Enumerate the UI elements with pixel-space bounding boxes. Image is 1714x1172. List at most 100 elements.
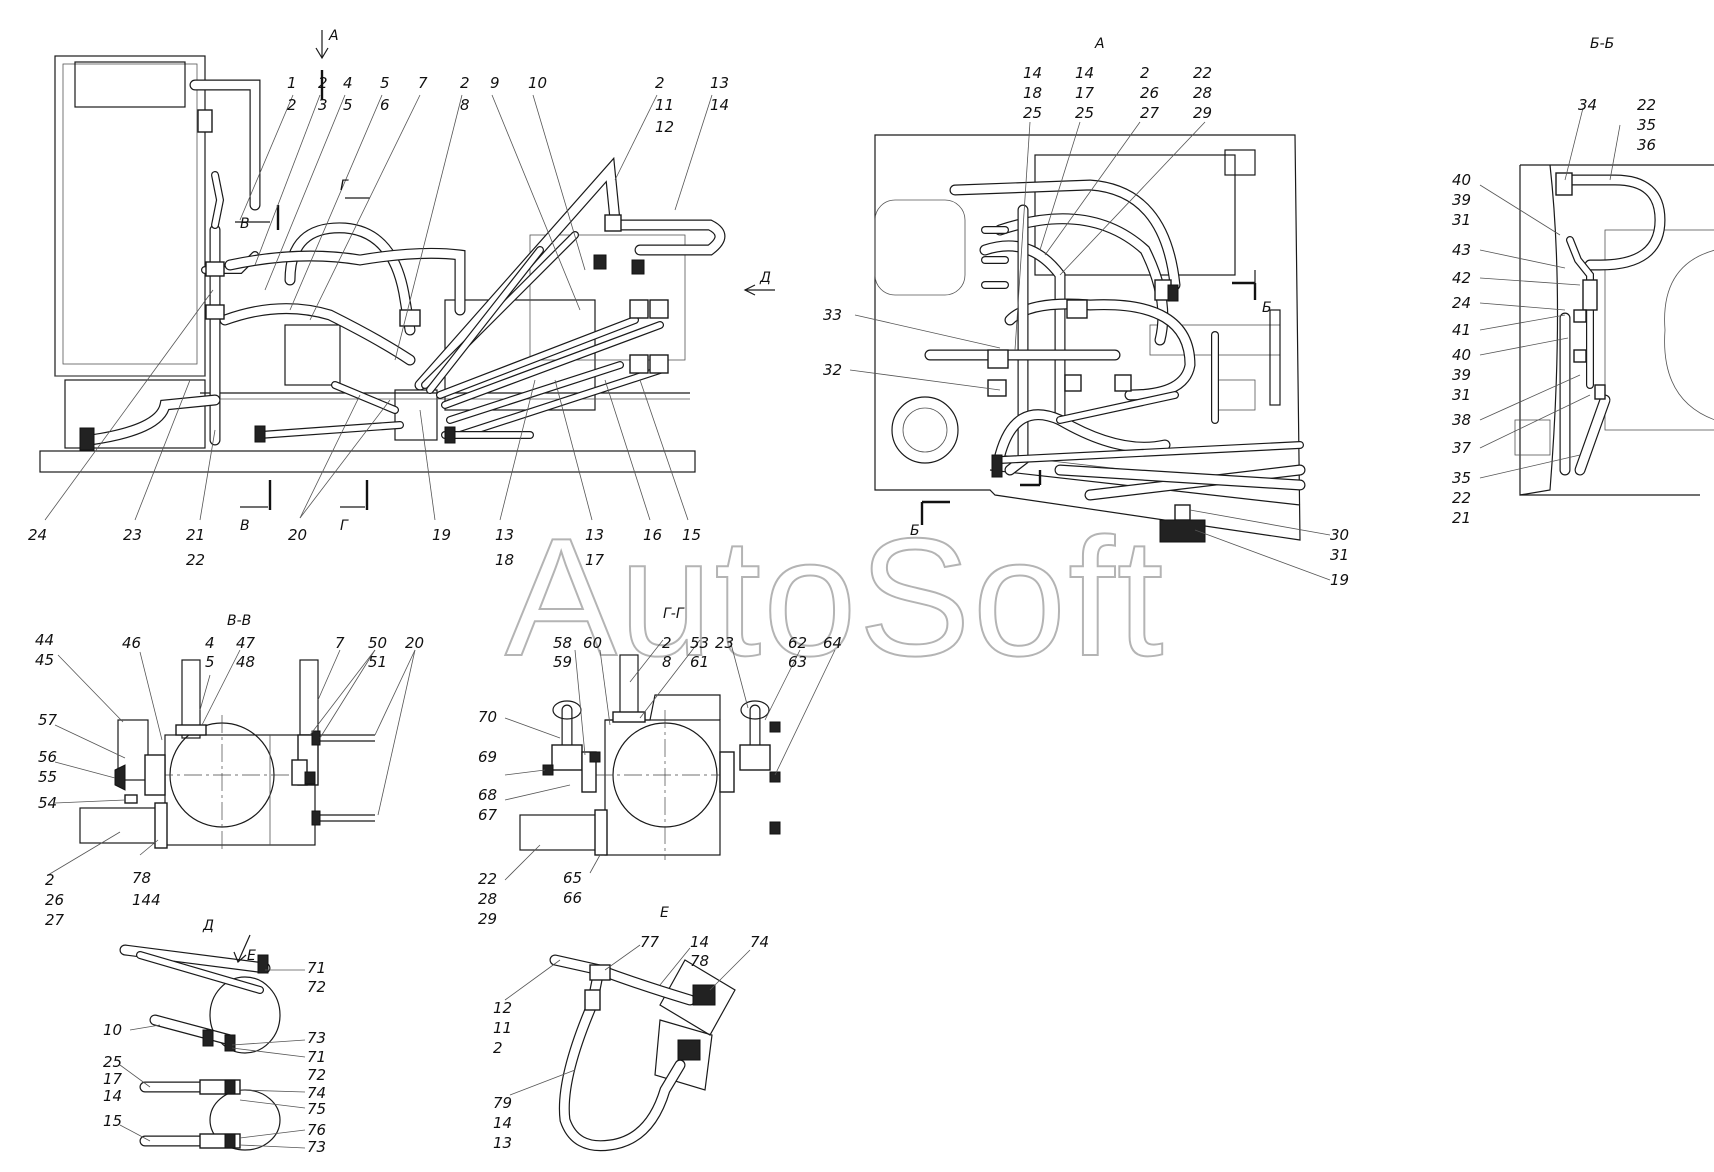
callout: 70 [478,708,497,726]
view-arrow-label: Д [759,270,771,286]
section-label: В [240,216,250,232]
callout: 45 [35,651,54,669]
callout: 16 [643,526,662,544]
callout: 13 [495,526,514,544]
callout: 67 [478,806,498,824]
callout: 22 [1637,96,1656,114]
section-label: В [240,518,250,534]
callout: 37 [1452,439,1472,457]
callout: 59 [553,653,572,671]
section-label: Г [340,178,349,194]
callout: 77 [640,933,660,951]
callout: 66 [563,889,582,907]
callout: 78 [690,952,709,970]
view-gg: Г-Г [478,606,842,928]
callout: 40 [1452,171,1471,189]
callout: 19 [1330,571,1349,589]
callout: 60 [583,634,602,652]
view-title: В-В [227,613,251,629]
callout: 2 [45,871,55,889]
callout: 23 [715,634,734,652]
callout: 35 [1452,469,1471,487]
callout: 9 [490,74,500,92]
callout: 13 [493,1134,512,1152]
callout: 12 [493,999,512,1017]
callout: 31 [1330,546,1349,564]
callout: 13 [585,526,604,544]
callout: 56 [38,748,57,766]
callout: 55 [38,768,57,786]
view-bb: Б-Б 34 22 35 [1452,36,1714,527]
callout: 2 [655,74,665,92]
view-arrow-label: А [328,28,339,44]
callout: 2 [662,634,672,652]
callout: 10 [103,1021,122,1039]
callout: 29 [1193,104,1212,122]
view-title: Г-Г [663,606,685,622]
view-d: Д 71 72 10 73 71 [103,918,326,1156]
section-label: Б [910,523,920,539]
callout: 17 [1075,84,1095,102]
callout: 79 [493,1094,512,1112]
callout: 27 [45,911,65,929]
callout: 6 [380,96,390,114]
callout: 4 [343,74,353,92]
callout: 2 [1140,64,1150,82]
callout: 22 [478,870,497,888]
section-label: Г [340,518,349,534]
section-label: Б [1262,300,1272,316]
callout: 42 [1452,269,1471,287]
callout: 68 [478,786,497,804]
callout: 22 [186,551,205,569]
callout: 23 [123,526,142,544]
callout: 25 [1023,104,1042,122]
callout: 28 [478,890,497,908]
callout: 5 [380,74,390,92]
callout: 28 [1193,84,1212,102]
view-title: Е [660,905,669,921]
callout: 5 [343,96,353,114]
callout: 4 [205,634,215,652]
callout: 41 [1452,321,1471,339]
callout: 15 [682,526,701,544]
view-title: Б-Б [1590,36,1614,52]
callout: 27 [1140,104,1160,122]
callout: 21 [1452,509,1471,527]
callout: 31 [1452,211,1471,229]
view-e: Е 77 14 78 74 12 11 2 79 14 13 [493,905,769,1152]
callout: 31 [1452,386,1471,404]
callout: 22 [1193,64,1212,82]
callout: 25 [1075,104,1094,122]
main-view: 1 2 2 3 4 5 5 6 7 2 8 9 10 2 11 12 13 14… [28,28,775,569]
callout: 20 [405,634,424,652]
callout: 48 [236,653,255,671]
callout: 54 [38,794,57,812]
view-a: А [823,36,1349,589]
callout: 38 [1452,411,1471,429]
callout: 69 [478,748,497,766]
callout: 18 [1023,84,1042,102]
callout: 72 [307,1066,326,1084]
callout: 74 [307,1084,326,1102]
callout: 71 [307,959,326,977]
callout: 35 [1637,116,1656,134]
callout: 72 [307,978,326,996]
callout: 40 [1452,346,1471,364]
callout: 32 [823,361,842,379]
callout: 73 [307,1029,326,1047]
callout: 44 [35,631,54,649]
callout: 8 [662,653,672,671]
callout: 11 [493,1019,512,1037]
callout: 34 [1578,96,1597,114]
callout: 14 [690,933,709,951]
callout: 13 [710,74,729,92]
callout: 24 [1452,294,1471,312]
callout: 33 [823,306,842,324]
callout: 64 [823,634,842,652]
callout: 18 [495,551,514,569]
callout: 76 [307,1121,326,1139]
callout: 14 [103,1087,122,1105]
callout: 17 [585,551,605,569]
view-title: Д [202,918,214,934]
